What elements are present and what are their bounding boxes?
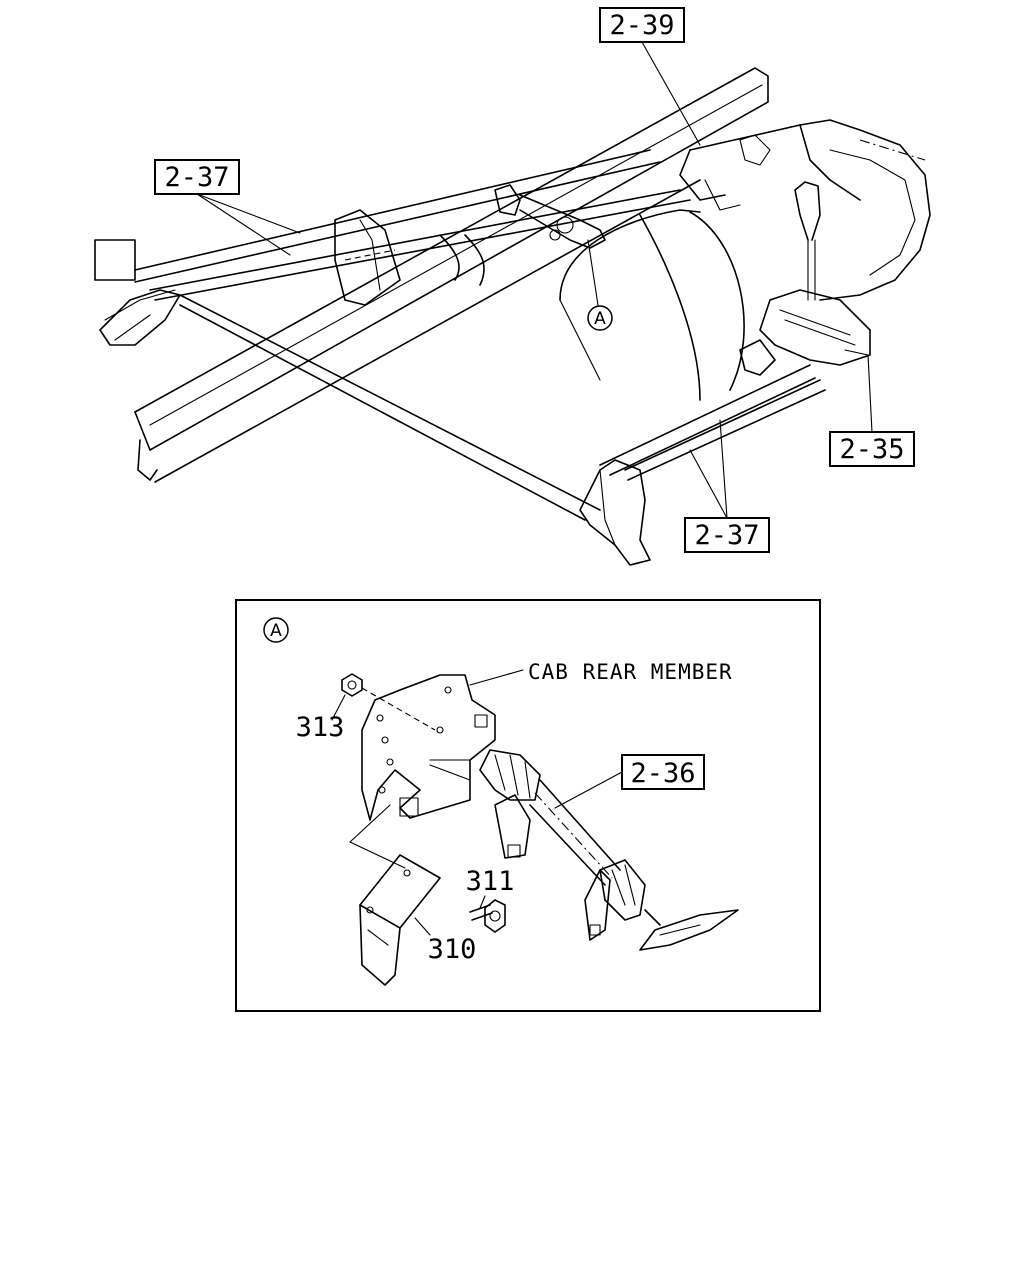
nut-313[interactable] <box>341 673 436 731</box>
callout-2-36[interactable]: 2-36 <box>554 754 705 809</box>
callout-2-37-left[interactable]: 2-37 <box>154 159 301 256</box>
rear-bracket <box>579 459 651 566</box>
shift-cable-detail <box>479 749 739 951</box>
fuel-tank <box>559 209 745 401</box>
part-310-label: 310 <box>428 934 477 965</box>
transmission <box>679 119 931 301</box>
detail-a-heading: A <box>263 617 289 643</box>
cab-rear-member-label: CAB REAR MEMBER <box>528 660 733 684</box>
detail-a-marker-label: A <box>594 309 606 329</box>
callout-2-39-label: 2-39 <box>609 10 674 41</box>
break-marks <box>439 234 485 286</box>
detail-a-marker[interactable]: A <box>587 239 613 331</box>
callout-2-37-left-label: 2-37 <box>164 162 229 193</box>
shift-lever <box>739 181 871 376</box>
cab-rear-member-bracket <box>361 674 496 821</box>
callout-2-35-label: 2-35 <box>839 434 904 465</box>
callout-2-37-bottom[interactable]: 2-37 <box>684 419 770 553</box>
detail-a-heading-label: A <box>270 621 282 641</box>
bracket-310[interactable] <box>349 804 441 986</box>
callout-2-36-label: 2-36 <box>630 758 695 789</box>
detail-a-panel: A 313 <box>235 599 821 1012</box>
callout-2-35[interactable]: 2-35 <box>829 349 915 467</box>
front-bracket <box>94 239 181 346</box>
cable-lever-assembly <box>494 184 606 249</box>
callout-2-39[interactable]: 2-39 <box>599 7 701 146</box>
shift-cables <box>134 149 826 521</box>
callout-2-37-bottom-label: 2-37 <box>694 520 759 551</box>
part-313-label: 313 <box>296 712 345 743</box>
part-311-label: 311 <box>466 866 515 897</box>
